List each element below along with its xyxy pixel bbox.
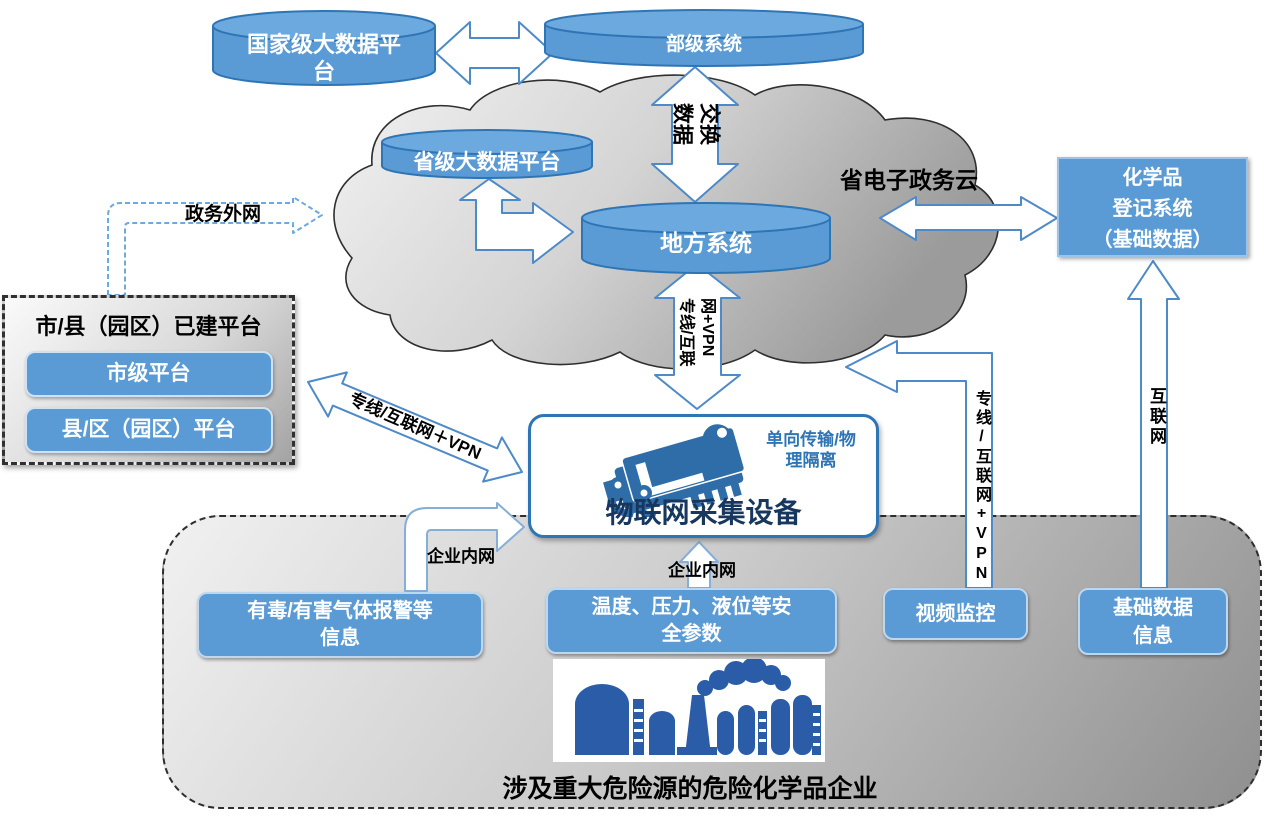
chemical-registry-line2: 登记系统 [1112,198,1193,220]
built-platform-panel: 市/县（园区）已建平台 市级平台 县/区（园区）平台 [2,295,295,465]
video-monitor-box: 视频监控 [883,588,1028,640]
egov-cloud-shape [333,74,1000,370]
chemical-registry-box: 化学品 登记系统 （基础数据） [1057,157,1248,257]
arrow-provincial-local [459,178,574,264]
safety-params-box: 温度、压力、液位等安 全参数 [546,588,837,654]
basic-data-box: 基础数据 信息 [1078,588,1228,655]
iot-device-box: 单向传输/物 理隔离 物联网采集设备 [528,414,879,538]
circuit-board-icon [603,424,746,517]
egov-cloud-label: 省电子政务云 [840,167,978,193]
arrow-cloud-chemical [879,196,1058,241]
enterprise-intranet-center-label: 企业内网 [668,561,736,580]
iot-device-label: 物联网采集设备 [605,497,802,528]
built-platform-title: 市/县（园区）已建平台 [35,314,262,339]
county-platform-box: 县/区（园区）平台 [24,407,273,453]
arrow-national-ministry [435,21,554,85]
vpn-diagonal-label: 专线/互联网＋VPN [346,389,484,464]
data-exchange-label: 数据 交换 [670,103,721,145]
ministry-system-label: 部级系统 [665,34,742,55]
gov-extranet-label: 政务外网 [185,204,262,225]
vpn-vertical-label: 专线/互联 网+VPN [677,298,716,367]
enterprise-zone-caption: 涉及重大危险源的危险化学品企业 [502,775,878,803]
local-system-label: 地方系统 [660,230,752,256]
city-platform-box: 市级平台 [24,351,273,397]
national-platform-label: 国家级大数据平台 [246,32,401,84]
gas-alarm-box: 有毒/有害气体报警等 信息 [197,592,483,658]
factory-icon-panel [553,657,825,762]
internet-label: 互联网 [1147,387,1166,447]
provincial-platform-label: 省级大数据平台 [413,151,561,174]
chemical-registry-line3: （基础数据） [1092,229,1213,251]
vpn-upright-label: 专线/互联网+VPN [973,390,990,585]
chemical-plant-icon [575,657,821,755]
chemical-registry-line1: 化学品 [1122,167,1183,189]
one-way-transfer-note: 单向传输/物 理隔离 [766,430,856,470]
enterprise-intranet-left-label: 企业内网 [427,547,495,566]
